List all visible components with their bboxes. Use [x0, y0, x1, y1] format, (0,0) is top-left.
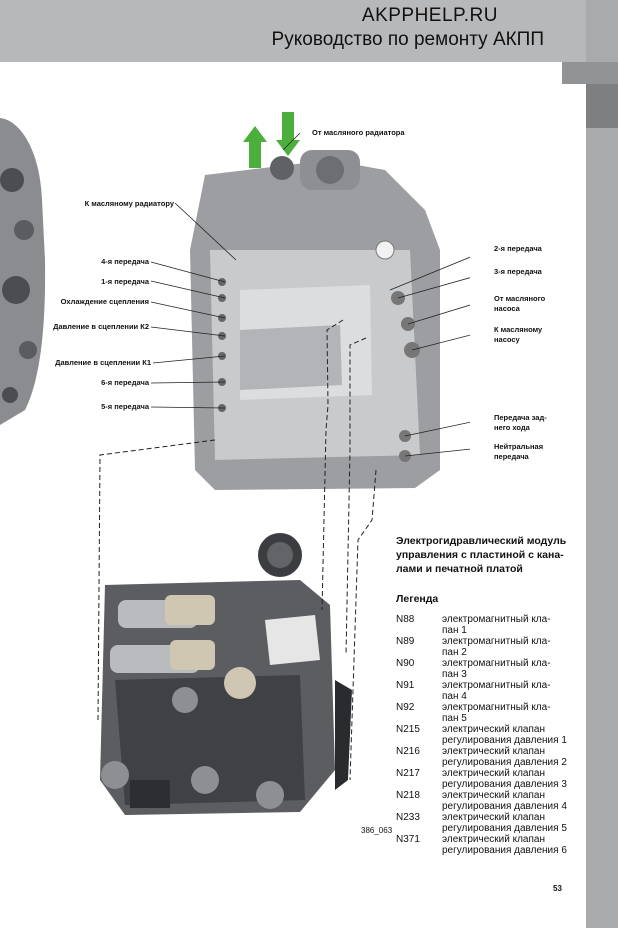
sidebar-tab-light	[562, 62, 618, 84]
sidebar-tab-dark	[586, 84, 618, 128]
callout-gear6: 6-я передача	[101, 378, 149, 387]
callout-pressure-k2: Давление в сцеплении К2	[53, 322, 149, 331]
callout-reverse: Передача зад-него хода	[494, 413, 547, 432]
valve-body-illustration	[0, 112, 470, 815]
callout-to-cooler: К масляному радиатору	[84, 199, 174, 208]
mechatronic-module	[100, 533, 352, 815]
legend-title: Легенда	[396, 593, 439, 605]
figure-code: 386_063	[361, 826, 393, 835]
callout-gear1: 1-я передача	[101, 277, 149, 286]
oil-flow-arrows	[243, 112, 300, 168]
page-number: 53	[553, 884, 562, 893]
callout-gear3: 3-я передача	[494, 267, 542, 276]
callout-gear2: 2-я передача	[494, 244, 542, 253]
figure-caption: Электрогидравлический модуль управления …	[396, 535, 567, 575]
callout-gear5: 5-я передача	[101, 402, 149, 411]
site-name: AKPPHELP.RU	[361, 5, 498, 26]
header-subtitle: Руководство по ремонту АКПП	[271, 29, 544, 50]
callout-gear4: 4-я передача	[101, 257, 149, 266]
sidebar-strip	[586, 0, 618, 928]
callout-pressure-k1: Давление в сцеплении К1	[55, 358, 151, 367]
gearbox-housing-partial	[0, 118, 46, 425]
page-header: AKPPHELP.RU Руководство по ремонту АКПП	[0, 0, 586, 62]
channel-plate	[190, 150, 440, 490]
connection-lines	[97, 319, 377, 781]
leader-lines	[150, 132, 470, 457]
callout-from-cooler: От масляного радиатора	[312, 128, 405, 137]
callout-clutch-cooling: Охлаждение сцепления	[60, 297, 149, 306]
